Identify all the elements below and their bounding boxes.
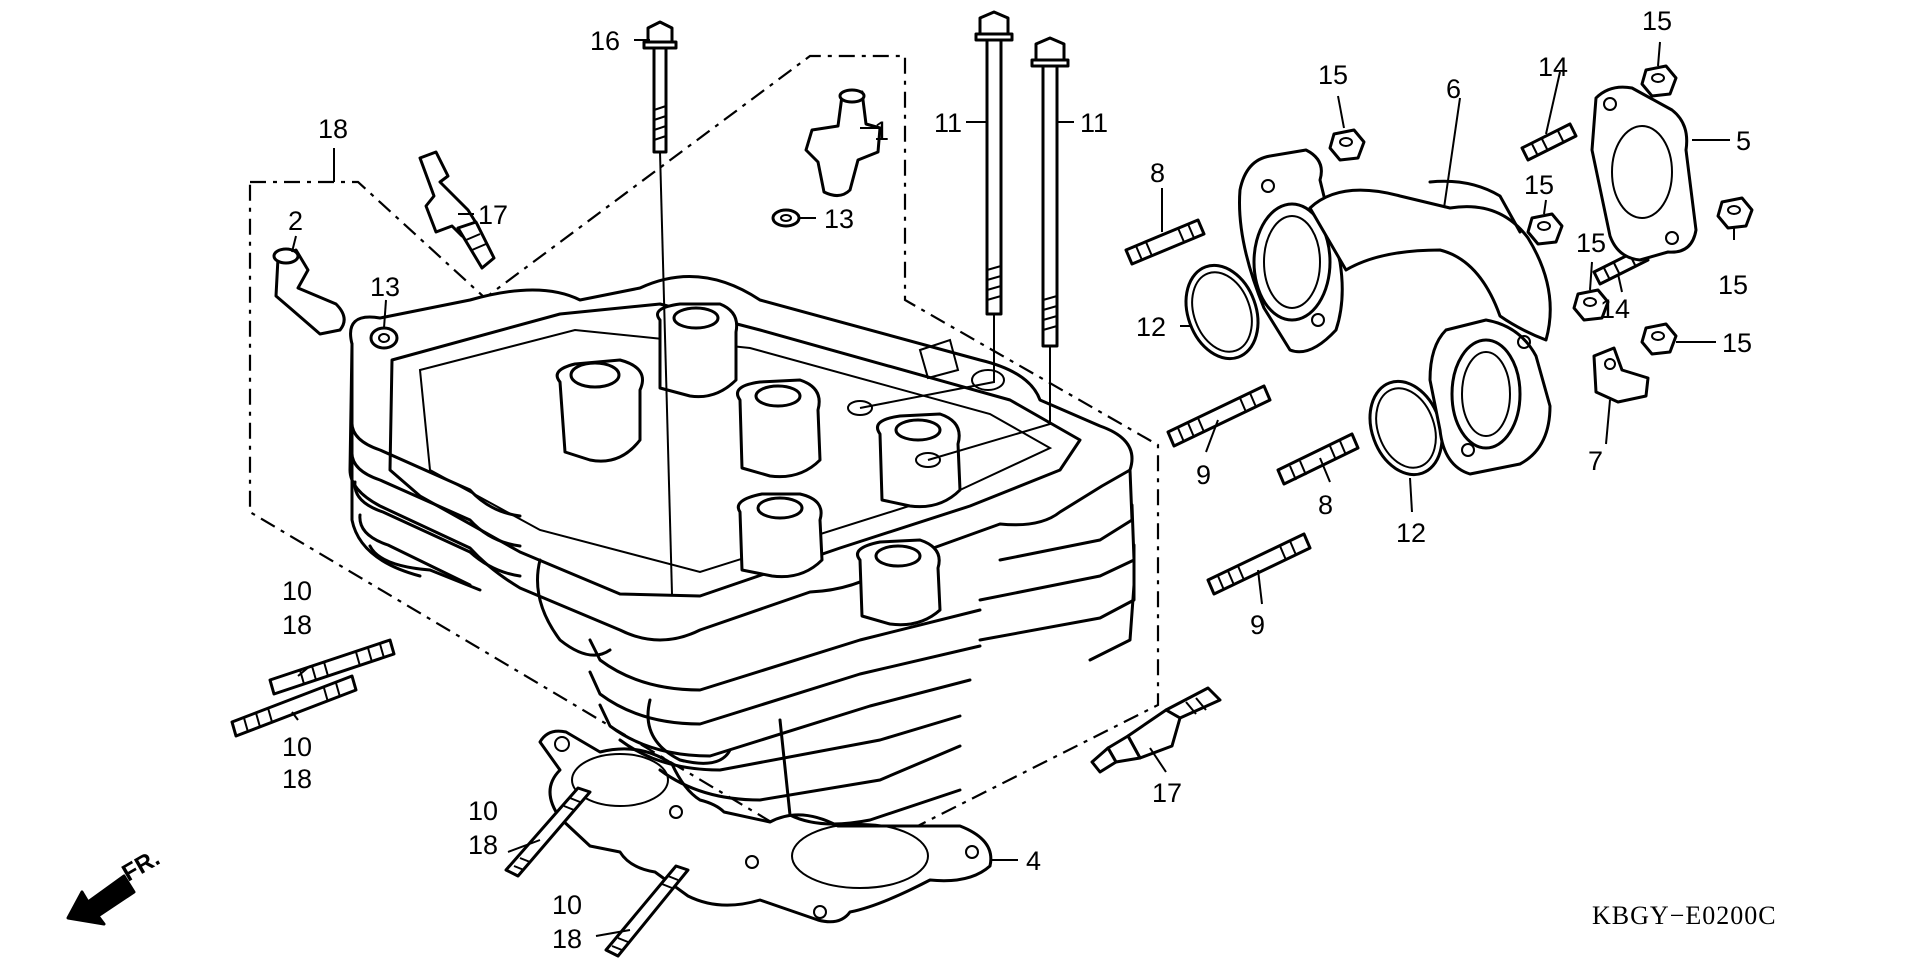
stud-10-18-gasket-left bbox=[504, 786, 592, 878]
washer-13-top bbox=[771, 208, 801, 228]
callout-18-top: 18 bbox=[318, 114, 348, 144]
callout-15-d: 15 bbox=[1576, 228, 1606, 258]
intake-manifold bbox=[1238, 148, 1552, 476]
callout-15-e: 15 bbox=[1718, 270, 1748, 300]
callout-16: 16 bbox=[590, 26, 620, 56]
stud-9-lower bbox=[1206, 532, 1312, 596]
callout-12-upper: 12 bbox=[1136, 312, 1166, 342]
stud-10-18-lower bbox=[230, 674, 358, 738]
fitting-2 bbox=[272, 247, 346, 336]
callout-11-right: 11 bbox=[1080, 108, 1108, 138]
stud-14-upper bbox=[1520, 122, 1578, 162]
callout-9-upper: 9 bbox=[1196, 460, 1211, 490]
callout-7: 7 bbox=[1588, 446, 1603, 476]
callout-10-b: 10 bbox=[282, 732, 312, 762]
callout-2: 2 bbox=[288, 206, 303, 236]
callout-15-b: 15 bbox=[1642, 6, 1672, 36]
nut-15-b bbox=[1640, 64, 1678, 98]
o-ring-12-upper bbox=[1184, 263, 1260, 361]
callout-1: 1 bbox=[874, 116, 889, 146]
nut-15-f bbox=[1640, 322, 1678, 356]
callout-14-upper: 14 bbox=[1538, 52, 1568, 82]
callout-8-lower: 8 bbox=[1318, 490, 1333, 520]
callout-9-lower: 9 bbox=[1250, 610, 1265, 640]
callout-10-c: 10 bbox=[468, 796, 498, 826]
callout-18-b: 18 bbox=[282, 764, 312, 794]
stud-9-upper bbox=[1166, 384, 1272, 448]
callout-18-d: 18 bbox=[552, 924, 582, 954]
callout-15-f: 15 bbox=[1722, 328, 1752, 358]
spark-plug-bottom bbox=[1090, 686, 1222, 774]
callout-12-lower: 12 bbox=[1396, 518, 1426, 548]
leader-lines bbox=[291, 39, 1735, 937]
callout-10-a: 10 bbox=[282, 576, 312, 606]
nut-15-e bbox=[1716, 196, 1754, 230]
bolt-11-left bbox=[859, 10, 1014, 409]
bolt-11-right bbox=[927, 36, 1070, 461]
bracket-7 bbox=[1592, 346, 1650, 404]
callout-6: 6 bbox=[1446, 74, 1461, 104]
callouts: 16 11 11 1 13 17 2 13 18 8 12 9 8 12 9 1… bbox=[282, 6, 1752, 954]
assembly-outline bbox=[248, 54, 1160, 858]
stud-10-18-upper bbox=[268, 638, 396, 696]
callout-8-upper: 8 bbox=[1150, 158, 1165, 188]
callout-18-c: 18 bbox=[468, 830, 498, 860]
nut-15-c bbox=[1526, 212, 1564, 246]
nut-15-d bbox=[1572, 288, 1610, 322]
diagram-code: KBGY−E0200C bbox=[1592, 901, 1777, 930]
callout-11-left: 11 bbox=[934, 108, 962, 138]
stud-8-lower bbox=[1276, 432, 1360, 486]
callout-15-a: 15 bbox=[1318, 60, 1348, 90]
front-direction-arrow: FR. bbox=[66, 844, 164, 926]
stud-8-upper bbox=[1124, 218, 1206, 266]
callout-10-d: 10 bbox=[552, 890, 582, 920]
callout-17-bottom: 17 bbox=[1152, 778, 1182, 808]
cylinder-head bbox=[348, 274, 1136, 826]
callout-4: 4 bbox=[1026, 846, 1041, 876]
insulator-plate bbox=[1590, 85, 1698, 262]
head-gasket bbox=[538, 729, 993, 924]
fitting-1 bbox=[804, 88, 882, 197]
callout-14-lower: 14 bbox=[1600, 294, 1630, 324]
callout-13-left: 13 bbox=[370, 272, 400, 302]
washer-13-left bbox=[369, 326, 399, 350]
callout-15-c: 15 bbox=[1524, 170, 1554, 200]
callout-13-top: 13 bbox=[824, 204, 854, 234]
nut-15-a bbox=[1328, 128, 1366, 162]
callout-17-top: 17 bbox=[478, 200, 508, 230]
callout-18-a: 18 bbox=[282, 610, 312, 640]
bolt-16 bbox=[642, 20, 678, 595]
callout-5: 5 bbox=[1736, 126, 1751, 156]
stud-10-18-gasket-bottom bbox=[604, 864, 690, 958]
